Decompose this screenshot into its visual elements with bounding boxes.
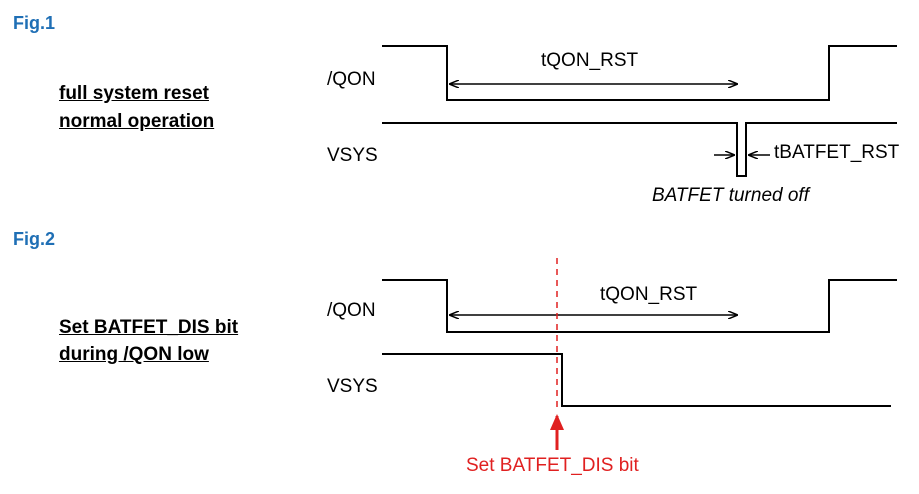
fig2-vsys-waveform [382,353,891,407]
fig2-label: Fig.2 [13,229,56,249]
fig2-set-batfet-dis-note: Set BATFET_DIS bit [466,455,639,476]
fig1-description-line2: normal operation [59,111,215,132]
fig2-tqon-rst-label: tQON_RST [600,284,698,305]
fig1-label: Fig.1 [13,13,56,33]
fig2-vsys-signal-label: VSYS [327,376,378,397]
fig2-qon-signal-label: /QON [327,300,376,321]
fig2-description-line2: during /QON low [59,344,209,365]
fig1-qon-waveform [382,45,897,101]
fig2-qon-waveform [382,279,897,333]
fig1-description-line1: full system reset [59,83,209,104]
fig1-vsys-signal-label: VSYS [327,145,378,166]
fig1-qon-signal-label: /QON [327,69,376,90]
fig1-tbatfet-rst-label: tBATFET_RST [774,142,900,163]
fig2-description-line1: Set BATFET_DIS bit [59,317,239,338]
fig1-batfet-off-note: BATFET turned off [652,185,809,206]
fig1-tqon-rst-label: tQON_RST [541,50,639,71]
fig1-vsys-waveform [382,122,897,177]
